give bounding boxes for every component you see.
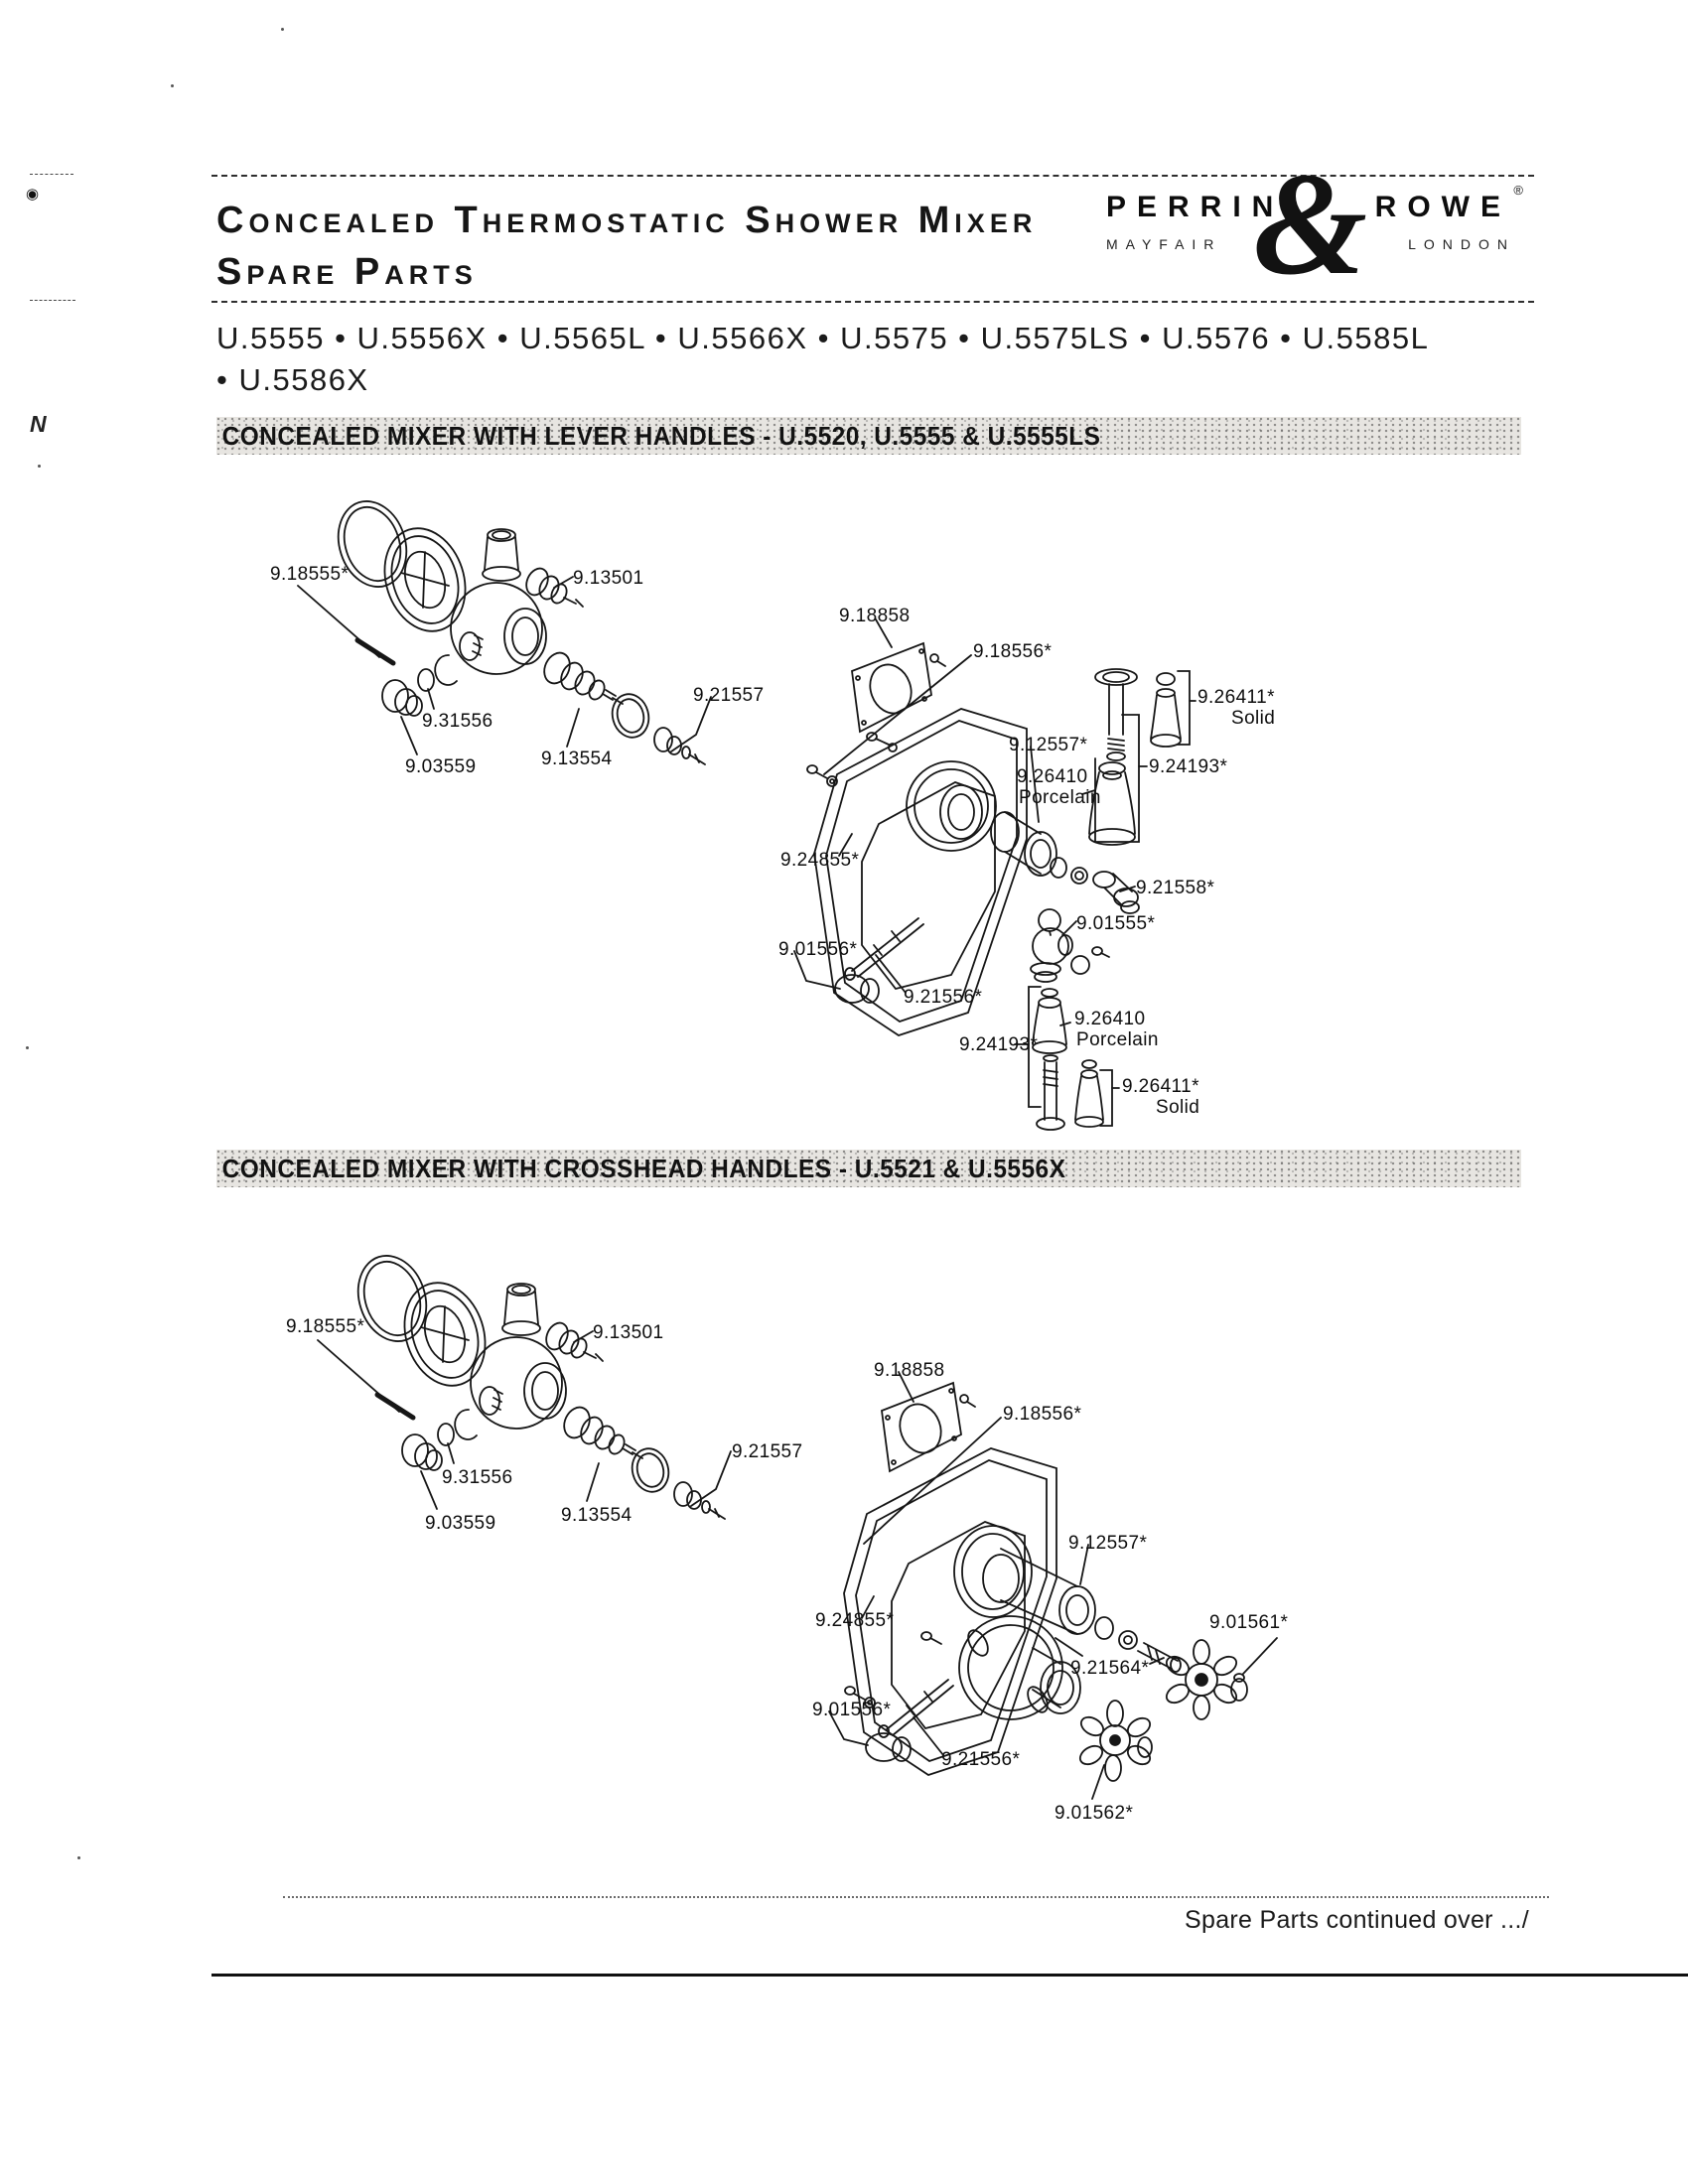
part-label: 9.24193* [1149, 756, 1228, 777]
part-label: 9.12557* [1009, 735, 1088, 755]
part-label: 9.24855* [815, 1610, 895, 1631]
part-label: 9.13554 [541, 749, 613, 769]
margin-handwritten-note: N [30, 411, 47, 437]
part-number: 9.26410 [1074, 1009, 1146, 1029]
part-label: 9.13554 [561, 1505, 633, 1526]
part-material: Solid [1156, 1097, 1200, 1118]
part-material: Porcelain [1019, 787, 1101, 808]
part-label: 9.18556* [1003, 1404, 1082, 1425]
part-label: 9.12557* [1068, 1533, 1148, 1554]
diagram2-trim-assembly [828, 1371, 1278, 1800]
model-numbers-line1: U.5555 • U.5556X • U.5565L • U.5566X • U… [216, 321, 1430, 355]
part-label: 9.13501 [593, 1322, 664, 1343]
part-label: 9.01556* [812, 1700, 892, 1720]
part-label: 9.03559 [425, 1513, 496, 1534]
diagram1-valve-assembly [298, 492, 711, 764]
brand-name-rowe: ROWE [1374, 191, 1511, 223]
part-label: 9.24855* [780, 850, 860, 871]
part-label: 9.01562* [1055, 1803, 1134, 1824]
margin-stamp-icon: ◉ [26, 186, 40, 203]
page-title: Concealed Thermostatic Shower Mixer Spar… [216, 195, 1037, 298]
part-label: 9.03559 [405, 756, 477, 777]
part-label: 9.21557 [693, 685, 765, 706]
registered-trademark-icon: ® [1513, 183, 1523, 198]
part-label: 9.18556* [973, 641, 1053, 662]
part-label: 9.26410 Porcelain [1017, 766, 1101, 808]
brand-city-mayfair: MAYFAIR [1106, 236, 1222, 252]
footer-continued-note: Spare Parts continued over .../ [1185, 1906, 1529, 1934]
footer-dotted-rule [283, 1896, 1549, 1898]
part-label: 9.21556* [904, 987, 983, 1008]
scan-artifact [38, 465, 41, 468]
part-label: 9.26410 Porcelain [1074, 1009, 1159, 1050]
part-number: 9.26411* [1122, 1076, 1199, 1097]
scan-artifact [77, 1856, 80, 1859]
brand-name-perrin: PERRIN [1106, 191, 1285, 223]
part-label: 9.21557 [732, 1441, 803, 1462]
part-number: 9.26410 [1017, 766, 1088, 787]
page-title-line2: Spare Parts [216, 251, 478, 293]
ampersand-script-glyph: & [1253, 143, 1368, 306]
part-label: 9.31556 [422, 711, 493, 732]
model-number-list: U.5555 • U.5556X • U.5565L • U.5566X • U… [216, 318, 1547, 401]
part-label: 9.18858 [874, 1360, 945, 1381]
margin-dash-top [30, 174, 73, 175]
section-header-crosshead-handles: CONCEALED MIXER WITH CROSSHEAD HANDLES -… [216, 1150, 1521, 1187]
part-label: 9.18555* [270, 564, 350, 585]
header-rule-bottom [211, 301, 1534, 303]
part-material: Porcelain [1076, 1029, 1159, 1050]
section-title: CONCEALED MIXER WITH LEVER HANDLES - U.5… [221, 421, 1101, 451]
part-label: 9.21558* [1136, 878, 1215, 898]
brand-city-london: LONDON [1408, 236, 1515, 252]
part-label: 9.26411* Solid [1122, 1076, 1199, 1118]
diagram1-trim-assembly [793, 618, 1196, 1131]
page-title-line1: Concealed Thermostatic Shower Mixer [216, 200, 1038, 241]
section-header-lever-handles: CONCEALED MIXER WITH LEVER HANDLES - U.5… [216, 417, 1521, 455]
model-numbers-line2: • U.5586X [216, 362, 369, 397]
part-label: 9.21556* [941, 1749, 1021, 1770]
scan-artifact [281, 28, 284, 31]
brand-logo: PERRIN & ROWE ® MAYFAIR LONDON [1104, 151, 1523, 298]
part-number: 9.26411* [1197, 687, 1275, 708]
part-label: 9.24193* [959, 1034, 1039, 1055]
part-label: 9.13501 [573, 568, 644, 589]
part-label: 9.31556 [442, 1467, 513, 1488]
part-label: 9.01555* [1076, 913, 1156, 934]
part-label: 9.26411* Solid [1197, 687, 1275, 729]
section-title: CONCEALED MIXER WITH CROSSHEAD HANDLES -… [221, 1154, 1066, 1183]
scan-artifact [26, 1046, 29, 1049]
page-bottom-rule [211, 1974, 1688, 1977]
part-label: 9.01556* [778, 939, 858, 960]
diagram2-valve-assembly [318, 1247, 731, 1519]
part-label: 9.01561* [1209, 1612, 1289, 1633]
part-material: Solid [1231, 708, 1276, 729]
scan-artifact [171, 84, 174, 87]
margin-dash-mid [30, 300, 75, 301]
part-label: 9.21564* [1070, 1658, 1150, 1679]
part-label: 9.18555* [286, 1316, 365, 1337]
part-label: 9.18858 [839, 606, 911, 626]
header-rule-top [211, 175, 1534, 177]
